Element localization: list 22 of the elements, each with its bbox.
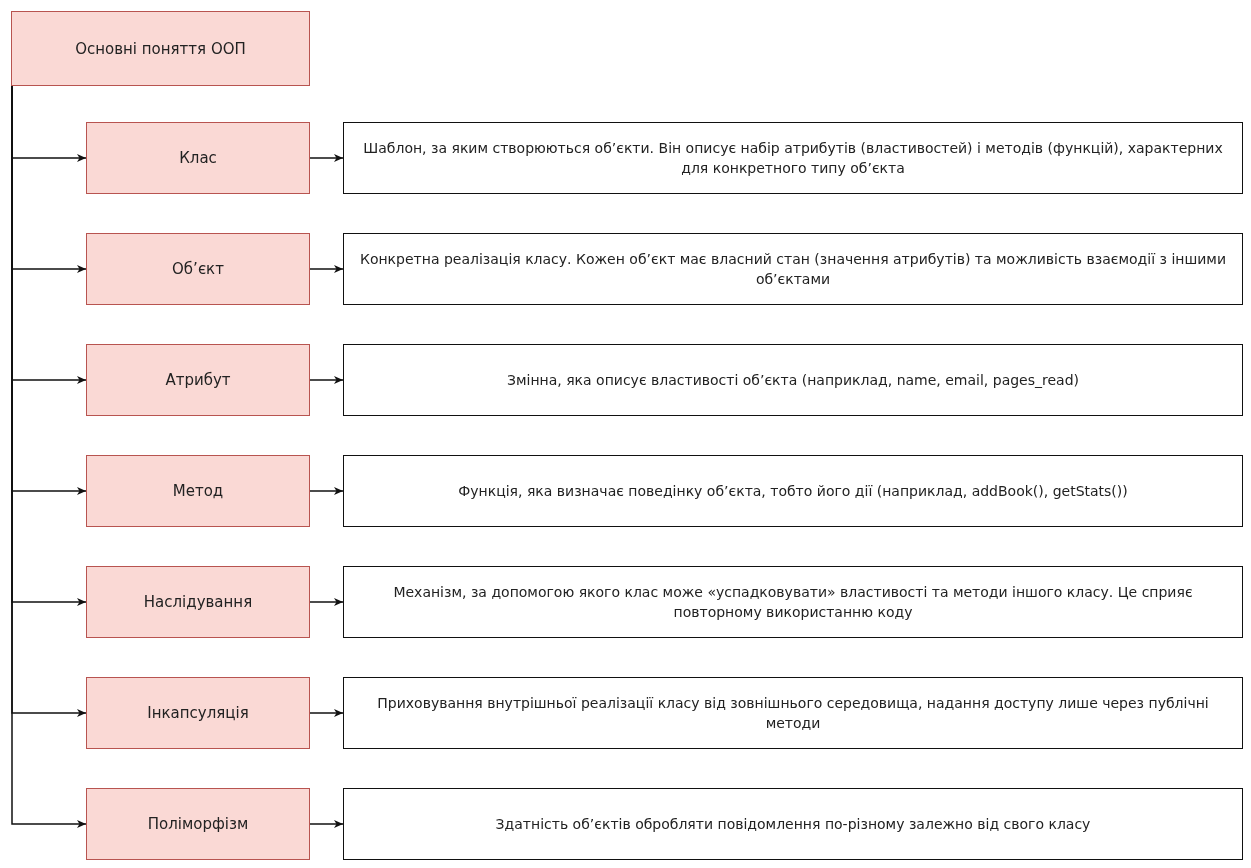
definition-box: Здатність об’єктів обробляти повідомлення по-різному залежно від свого класу bbox=[343, 788, 1243, 860]
definition-box: Змінна, яка описує властивості об’єкта (наприклад, name, email, pages_read) bbox=[343, 344, 1243, 416]
definition-box: Шаблон, за яким створюються об’єкти. Він описує набір атрибутів (властивостей) і методів (функцій), характерних для конкретного типу об’єкта bbox=[343, 122, 1243, 194]
topic-box: Основні поняття ООП bbox=[11, 11, 310, 86]
concept-box: Метод bbox=[86, 455, 310, 527]
arrow bbox=[309, 265, 344, 273]
concept-box: Клас bbox=[86, 122, 310, 194]
arrow bbox=[309, 487, 344, 495]
arrow bbox=[309, 376, 344, 384]
concept-box: Наслідування bbox=[86, 566, 310, 638]
definition-box: Функція, яка визначає поведінку об’єкта, тобто його дії (наприклад, addBook(), getStats()) bbox=[343, 455, 1243, 527]
concept-box: Атрибут bbox=[86, 344, 310, 416]
definition-box: Приховування внутрішньої реалізації класу від зовнішнього середовища, надання доступу лише через публічні методи bbox=[343, 677, 1243, 749]
arrow bbox=[309, 154, 344, 162]
concept-box: Об’єкт bbox=[86, 233, 310, 305]
arrow bbox=[309, 598, 344, 606]
arrow bbox=[309, 820, 344, 828]
concept-box: Поліморфізм bbox=[86, 788, 310, 860]
arrow bbox=[309, 709, 344, 717]
definition-box: Механізм, за допомогою якого клас може «успадковувати» властивості та методи іншого класу. Це сприяє повторному використанню коду bbox=[343, 566, 1243, 638]
definition-box: Конкретна реалізація класу. Кожен об’єкт має власний стан (значення атрибутів) та можливість взаємодії з іншими об’єктами bbox=[343, 233, 1243, 305]
concept-box: Інкапсуляція bbox=[86, 677, 310, 749]
